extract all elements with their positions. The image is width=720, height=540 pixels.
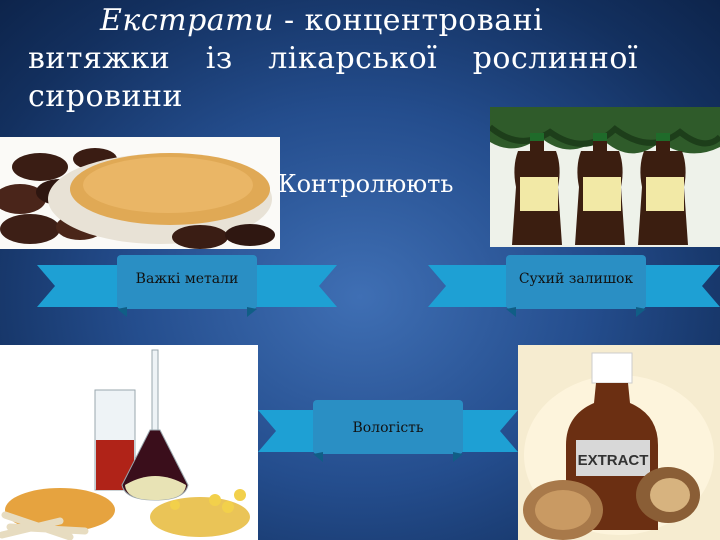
extract-label: EXTRACT	[578, 452, 649, 469]
title-word-1: витяжки	[28, 41, 171, 76]
dates-powder-photo	[0, 137, 280, 249]
title-line-3: сировини	[28, 79, 183, 114]
title-line-1-rest: - концентровані	[273, 3, 544, 38]
title-word-3: лікарської	[268, 41, 438, 76]
ribbon-heavy-metals: Важкі метали	[37, 255, 337, 321]
slide-title: Екстрати - концентровані витяжки із ліка…	[28, 2, 708, 116]
title-line-2: витяжки із лікарської рослинної	[28, 40, 638, 78]
title-line-1: Екстрати - концентровані	[28, 2, 708, 40]
bottles-photo	[490, 107, 720, 247]
controlled-heading: Контролюють	[278, 170, 454, 198]
ribbon-dry-residue: Сухий залишок	[428, 255, 720, 321]
ribbon-moisture: Вологість	[258, 400, 518, 466]
moisture-label: Вологість	[352, 420, 424, 436]
title-word-2: із	[205, 41, 233, 76]
extract-bottle-photo: EXTRACT	[518, 345, 720, 540]
lab-glassware-photo	[0, 345, 258, 540]
dry-residue-label: Сухий залишок	[518, 271, 634, 287]
heavy-metals-label: Важкі метали	[135, 271, 239, 287]
title-word-4: рослинної	[472, 41, 638, 76]
title-term: Екстрати	[100, 3, 274, 38]
